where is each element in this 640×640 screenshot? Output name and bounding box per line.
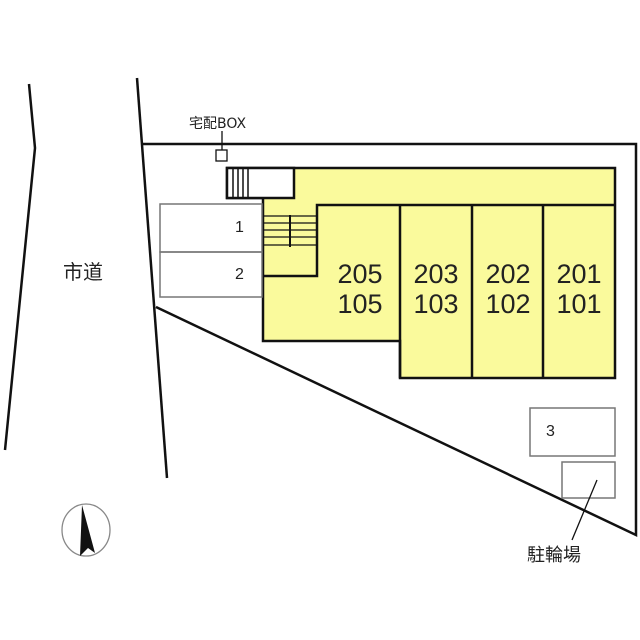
stair-icon: [232, 169, 249, 197]
unit-upper: 203: [413, 259, 459, 289]
unit-202-102: 202 102: [478, 259, 538, 319]
delivery-box-icon: [215, 149, 228, 162]
unit-upper: 205: [337, 259, 383, 289]
unit-upper: 202: [485, 259, 531, 289]
stairs-icon: [263, 215, 317, 247]
parking-space-3: [529, 407, 616, 457]
road-edge-right: [135, 77, 169, 479]
north-arrow-icon: [61, 503, 111, 557]
unit-205-105: 205 105: [330, 259, 390, 319]
stair-landing: [225, 166, 296, 200]
parking-number: 2: [235, 266, 244, 283]
parking-space-2: [159, 251, 263, 298]
bicycle-parking-label: 駐輪場: [527, 545, 581, 566]
unit-lower: 101: [556, 289, 602, 319]
delivery-box-label: 宅配BOX: [189, 116, 247, 132]
unit-lower: 103: [413, 289, 459, 319]
unit-upper: 201: [556, 259, 602, 289]
unit-201-101: 201 101: [549, 259, 609, 319]
unit-203-103: 203 103: [406, 259, 466, 319]
bicycle-leader-line: [571, 479, 598, 541]
unit-lower: 105: [337, 289, 383, 319]
road-label: 市道: [63, 260, 103, 284]
unit-lower: 102: [485, 289, 531, 319]
parking-number: 3: [546, 423, 555, 440]
parking-number: 1: [235, 219, 244, 236]
bicycle-parking-area: [561, 461, 616, 499]
unit-outline: [263, 203, 615, 278]
road-edge-left: [3, 83, 37, 451]
site-boundary: [143, 142, 638, 537]
unit-dividers: [398, 205, 545, 378]
parking-space-1: [159, 203, 263, 253]
